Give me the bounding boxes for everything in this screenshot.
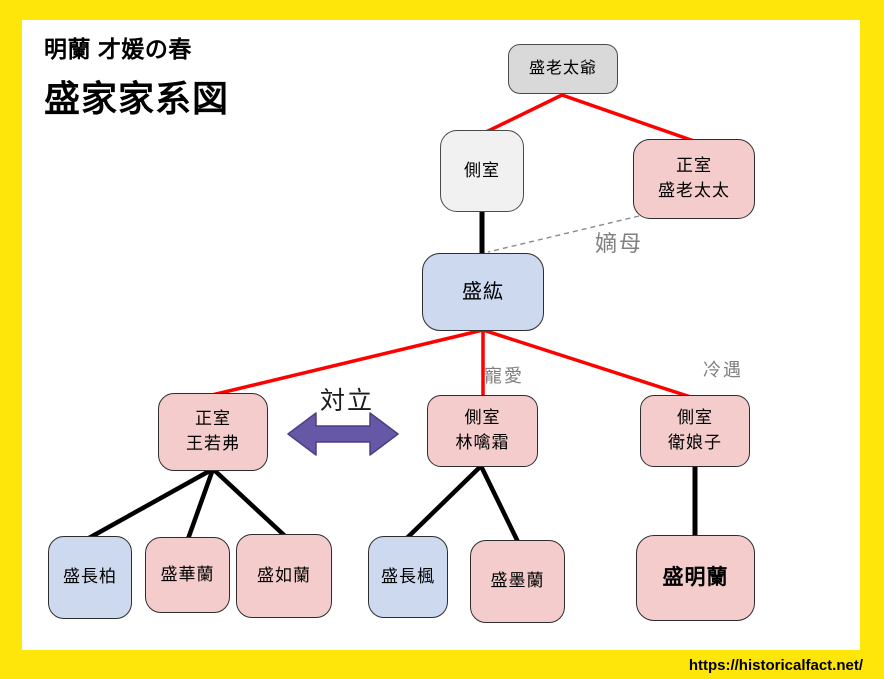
title-familytree: 盛家家系図	[44, 78, 230, 119]
source-url: https://historicalfact.net/	[688, 657, 863, 674]
node-sheng-changbai: 盛長柏	[48, 536, 132, 619]
title-series: 明蘭 才媛の春	[44, 36, 192, 62]
label-choai: 寵愛	[484, 366, 524, 386]
node-label: 正室 王若弗	[186, 409, 240, 453]
edge-wangruofu-hualan	[185, 466, 216, 542]
node-label: 盛墨蘭	[490, 571, 545, 591]
edge-laotaitai-shenghong-dashed	[487, 215, 640, 253]
edge-laotaiye-laotaitai	[560, 93, 696, 143]
edge-linqinshuang-molan	[478, 463, 521, 545]
node-sokushitsu-gf: 側室	[440, 130, 524, 212]
page-title: 明蘭 才媛の春 盛家家系図	[44, 30, 229, 122]
label-chakubo: 嫡母	[595, 231, 644, 256]
node-label: 盛長楓	[381, 566, 435, 586]
edge-laotaiye-sokushitsu	[484, 93, 564, 134]
node-wei-niangzi: 側室 衛娘子	[640, 395, 750, 467]
node-label: 盛長柏	[63, 567, 117, 587]
node-sheng-minglan: 盛明蘭	[636, 535, 755, 621]
label-tairitsu: 対立	[320, 387, 375, 415]
node-sheng-laotaiye: 盛老太爺	[508, 44, 618, 94]
label-reigu: 冷遇	[703, 360, 743, 380]
node-label: 盛如蘭	[257, 565, 311, 585]
node-label: 側室 衛娘子	[668, 408, 722, 452]
node-wang-ruofu: 正室 王若弗	[158, 393, 268, 471]
node-sheng-changfeng: 盛長楓	[368, 536, 448, 618]
node-label: 盛華蘭	[160, 564, 215, 584]
node-label: 盛老太爺	[528, 60, 597, 78]
node-label: 盛明蘭	[662, 565, 729, 589]
node-sheng-hualan: 盛華蘭	[145, 537, 230, 613]
node-lin-qinshuang: 側室 林噙霜	[427, 395, 538, 467]
node-label: 正室 盛老太太	[658, 156, 730, 200]
node-sheng-laotaitai: 正室 盛老太太	[633, 139, 755, 219]
node-sheng-molan: 盛墨蘭	[470, 540, 565, 623]
node-label: 盛紘	[462, 280, 504, 303]
edge-wangruofu-changbai	[86, 466, 216, 541]
edge-shenghong-weiniangzi	[481, 328, 699, 401]
node-label: 側室	[464, 160, 500, 180]
rivalry-double-arrow-icon	[287, 412, 399, 456]
node-sheng-rulan: 盛如蘭	[236, 534, 332, 618]
node-sheng-hong: 盛紘	[422, 253, 544, 331]
node-label: 側室 林噙霜	[455, 408, 510, 452]
edge-wangruofu-rulan	[210, 466, 288, 539]
edge-shenghong-wangruofu	[210, 328, 485, 397]
edge-linqinshuang-changfeng	[404, 463, 484, 541]
